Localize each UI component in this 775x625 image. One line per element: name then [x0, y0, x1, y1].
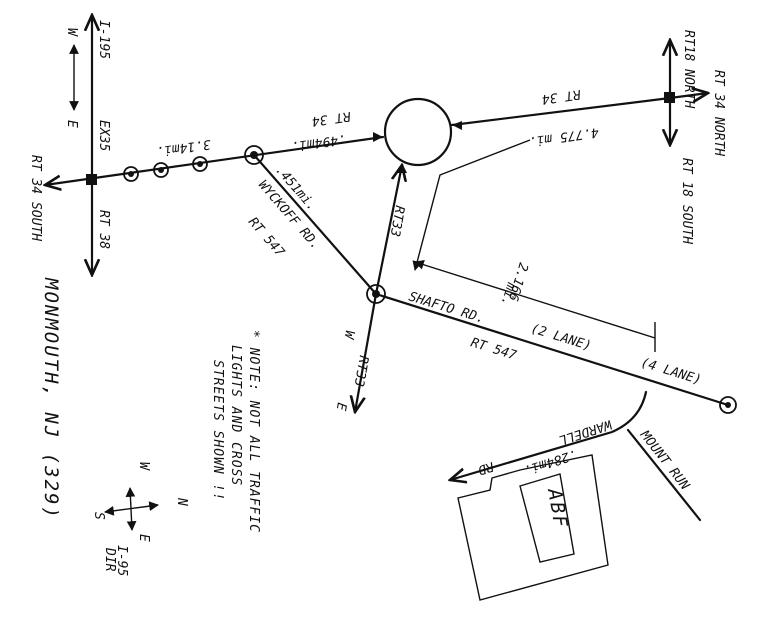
- mount-run-road: [626, 428, 702, 522]
- label-rt547-upper: RT 547: [245, 215, 287, 260]
- traffic-light-2: [153, 162, 169, 178]
- label-dist-4775: 4.775 mi.: [528, 124, 600, 149]
- label-dist-494: .494mi.: [290, 131, 346, 153]
- label-rt18-north: RT18 NORTH: [681, 30, 696, 108]
- note-line-2: LIGHTS AND CROSS: [228, 345, 243, 486]
- label-mount-run: MOUNT RUN: [636, 427, 692, 493]
- traffic-light-1: [123, 166, 139, 182]
- label-shafto-lanes: (2 LANE): [529, 321, 593, 354]
- label-rt38: RT 38: [96, 210, 111, 249]
- compass-w: W: [136, 462, 151, 471]
- label-four-lane: (4 LANE): [639, 355, 703, 388]
- building-inner: [519, 473, 575, 563]
- label-dist-2166b: mi.: [497, 280, 519, 308]
- label-rt33-upper: RT33: [387, 204, 407, 237]
- compass-s: S: [91, 512, 106, 520]
- compass-e: E: [136, 534, 151, 542]
- traffic-light-end: [719, 396, 737, 414]
- building-outline: [457, 454, 609, 601]
- traffic-light-wyckoff: [244, 145, 264, 165]
- wardell-road: [450, 390, 648, 480]
- rt34-north-tail: [668, 93, 708, 98]
- compass-note-2: DIR: [102, 547, 117, 572]
- label-rt18-south: RT 18 SOUTH: [679, 158, 694, 244]
- compass-n: N: [174, 497, 189, 506]
- map-title: MONMOUTH, NJ (329): [40, 277, 62, 520]
- traffic-light-shafto: [366, 284, 386, 304]
- label-rt33-e: E: [333, 401, 349, 411]
- label-i195: I-195: [96, 20, 111, 59]
- label-exit: EX35: [96, 120, 111, 151]
- label-rt34-south: RT 34 SOUTH: [28, 155, 43, 241]
- label-i195-e: E: [64, 120, 79, 128]
- label-rt33-w: W: [340, 329, 356, 340]
- label-building: ABF: [543, 486, 572, 531]
- label-wardell-rd: RD: [476, 458, 496, 477]
- traffic-light-3: [192, 156, 208, 172]
- rt33-south-road: [355, 292, 378, 412]
- rt34-road-west: [45, 135, 385, 185]
- intersection-i195: [86, 174, 97, 185]
- compass-rose: [104, 487, 159, 531]
- label-rt33-lower: RT33: [351, 354, 371, 387]
- wyckoff-road: [252, 153, 378, 296]
- roundabout: [383, 97, 453, 167]
- note-line-1: * NOTE: NOT ALL TRAFFIC: [246, 330, 261, 533]
- label-rt34-north: RT 34 NORTH: [711, 70, 726, 156]
- intersection-rt18: [664, 92, 675, 103]
- label-dist-314: 3.14mi.: [155, 136, 212, 159]
- rt34-road-east: [450, 96, 672, 127]
- label-rt547-lower: RT 547: [469, 335, 518, 363]
- label-wardell: WARDELL: [557, 416, 614, 447]
- note-line-3: STREETS SHOWN !!: [210, 360, 225, 501]
- label-rt34-mid: RT 34: [311, 108, 352, 128]
- dimension-2166: [414, 259, 656, 339]
- dimension-4775: [412, 139, 531, 271]
- label-i195-w: W: [64, 28, 79, 37]
- label-rt34-top: RT 34: [541, 86, 582, 106]
- compass-note-1: I-95: [114, 545, 129, 576]
- rt33-road: [374, 165, 402, 296]
- shafto-road: [374, 292, 730, 407]
